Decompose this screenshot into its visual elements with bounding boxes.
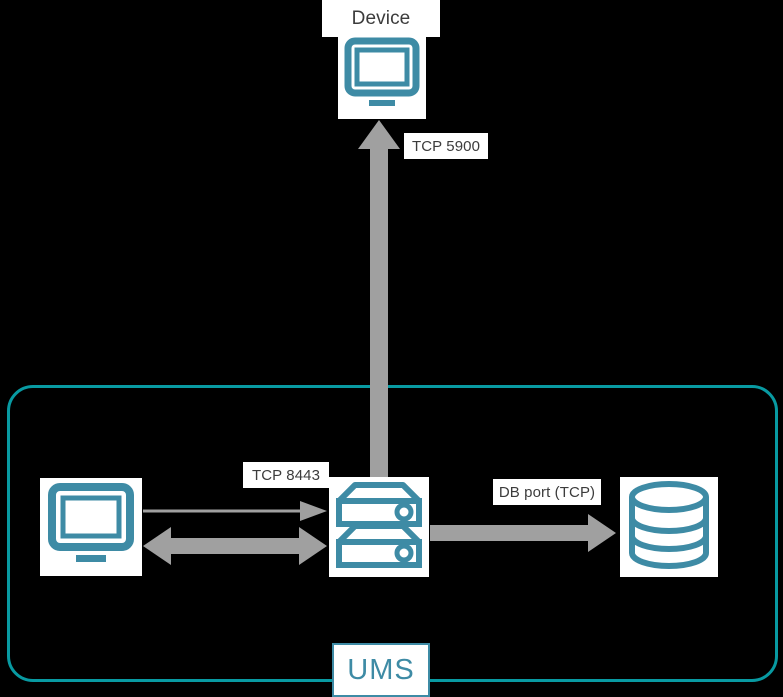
connection-arrow-dbport (430, 514, 616, 552)
connection-label-tcp5900: TCP 5900 (404, 133, 488, 159)
device-node[interactable] (338, 34, 426, 119)
device-label: Device (322, 0, 440, 37)
connection-arrow-tcp5900 (358, 120, 400, 480)
server-icon (333, 479, 425, 576)
ums-container-label: UMS (332, 643, 430, 697)
client-monitor-node[interactable] (40, 478, 142, 576)
connection-label-tcp8443: TCP 8443 (243, 462, 329, 488)
database-node[interactable] (620, 477, 718, 577)
monitor-icon (343, 37, 421, 116)
monitor-icon (46, 482, 136, 573)
connection-label-dbport: DB port (TCP) (493, 479, 601, 505)
connection-arrow-tcp8443-bidirectional (143, 527, 327, 565)
connection-arrow-tcp8443-outbound (143, 501, 327, 521)
ums-server-node[interactable] (329, 477, 429, 577)
database-icon (625, 480, 713, 575)
